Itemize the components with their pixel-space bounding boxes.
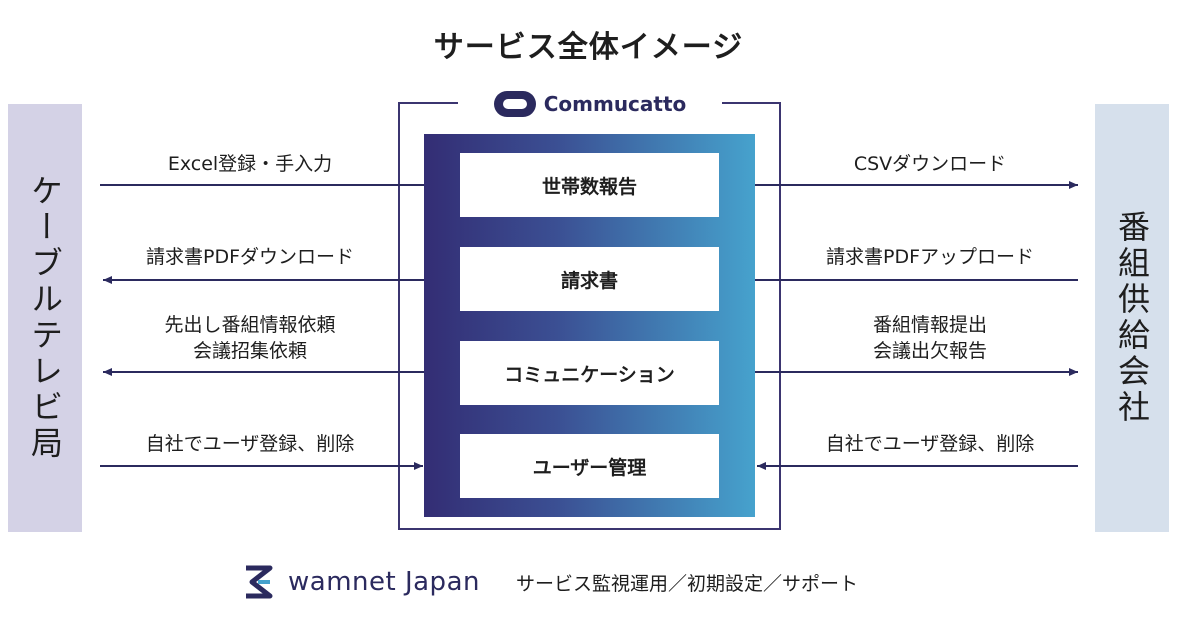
left-flow-4-text: 自社でユーザ登録、削除	[145, 433, 355, 455]
right-flow-label-2: 請求書PDFアップロード	[780, 244, 1080, 270]
program-supplier-label: 番組供給会社	[1113, 210, 1151, 426]
left-flow-3-text-line2: 会議招集依頼	[192, 340, 307, 362]
module-user-management: ユーザー管理	[460, 434, 719, 498]
left-flow-1-text: Excel登録・手入力	[167, 153, 333, 175]
right-flow-label-3: 番組情報提出 会議出欠報告	[780, 312, 1080, 364]
left-flow-label-3: 先出し番組情報依頼 会議招集依頼	[100, 312, 400, 364]
module-invoice: 請求書	[460, 247, 719, 311]
wamnet-logo-icon	[246, 565, 273, 599]
right-flow-3-text-line2: 会議出欠報告	[872, 340, 987, 362]
cable-tv-station-panel: ケーブルテレビ局	[8, 104, 82, 532]
wamnet-company-name: wamnet Japan	[288, 567, 480, 597]
module-communication: コミュニケーション	[460, 341, 719, 405]
footer: wamnet Japan サービス監視運用／初期設定／サポート	[240, 560, 858, 604]
left-flow-label-1: Excel登録・手入力	[100, 151, 400, 177]
cable-tv-station-label: ケーブルテレビ局	[26, 174, 64, 462]
right-flow-3-text-line1: 番組情報提出	[872, 314, 987, 336]
diagram-title: サービス全体イメージ	[433, 30, 744, 65]
left-flow-label-2: 請求書PDFダウンロード	[100, 244, 400, 270]
right-flow-1-text: CSVダウンロード	[853, 153, 1007, 175]
right-flow-4-text: 自社でユーザ登録、削除	[825, 433, 1035, 455]
left-flow-3-text-line1: 先出し番組情報依頼	[164, 314, 336, 336]
commucatto-brand: Commucatto	[458, 84, 722, 124]
right-flow-label-1: CSVダウンロード	[780, 151, 1080, 177]
commucatto-brand-name: Commucatto	[543, 92, 687, 116]
program-supplier-panel: 番組供給会社	[1095, 104, 1169, 532]
right-flow-label-4: 自社でユーザ登録、削除	[780, 431, 1080, 457]
module-household-report: 世帯数報告	[460, 153, 719, 217]
commucatto-logo-icon	[493, 91, 536, 117]
right-flow-2-text: 請求書PDFアップロード	[825, 246, 1035, 268]
footer-description: サービス監視運用／初期設定／サポート	[515, 572, 858, 595]
left-flow-2-text: 請求書PDFダウンロード	[145, 246, 355, 268]
left-flow-label-4: 自社でユーザ登録、削除	[100, 431, 400, 457]
